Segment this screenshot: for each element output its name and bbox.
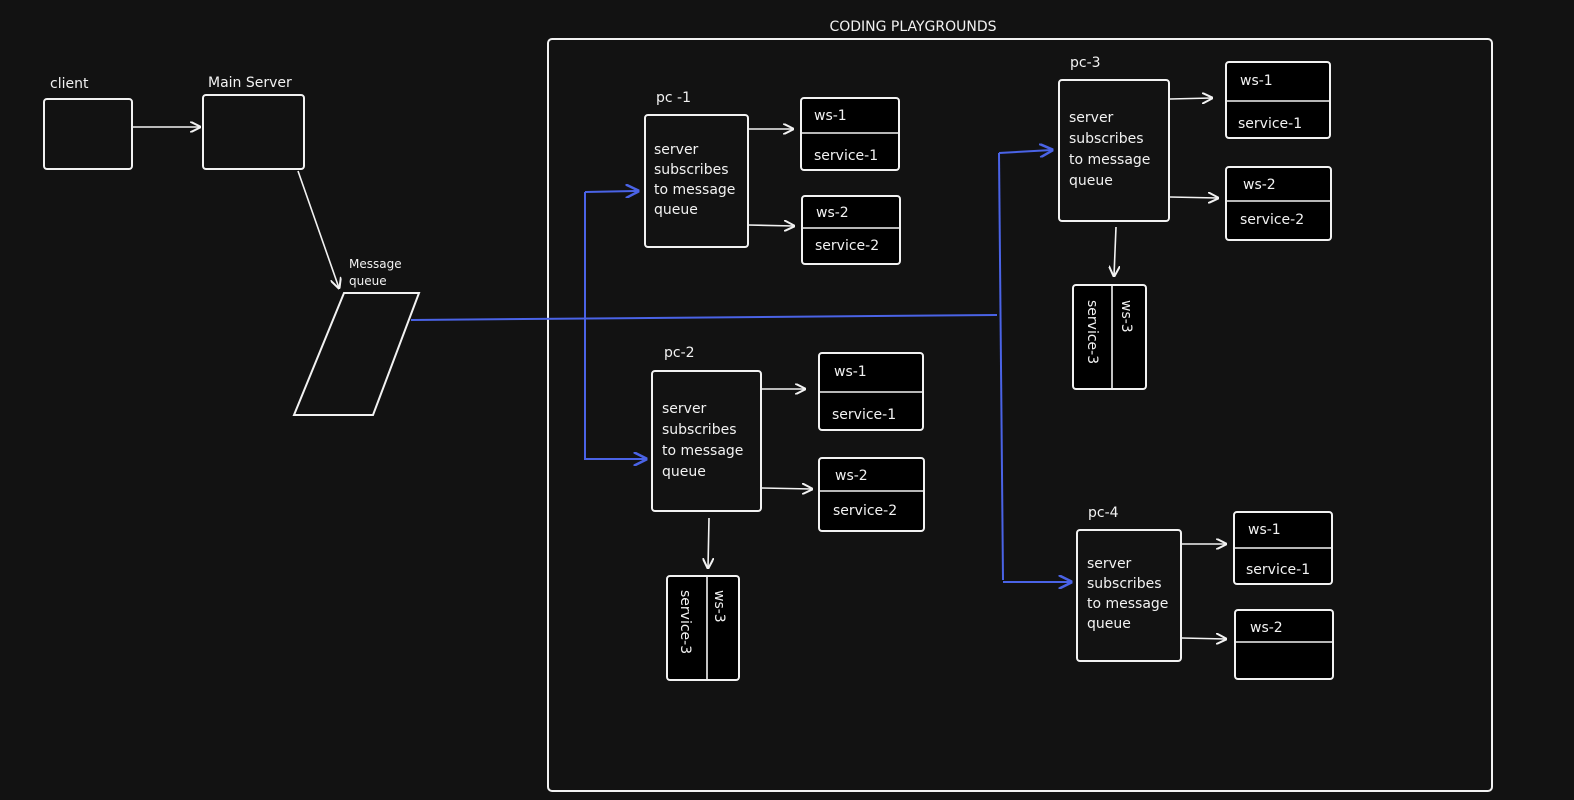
playground-pc-4: pc-4 server subscribes to message queue … bbox=[1076, 505, 1334, 680]
message-queue-label-line2: queue bbox=[349, 274, 387, 288]
workspace-ws-3: ws-3 service-3 bbox=[666, 575, 740, 681]
ws-label: ws-1 bbox=[1248, 522, 1281, 538]
pc-server-text: server subscribes to message queue bbox=[662, 401, 748, 480]
playground-pc-1: pc -1 server subscribes to message queue… bbox=[644, 90, 901, 265]
ws-label: ws-3 bbox=[711, 590, 727, 623]
workspace-ws-1: ws-1 service-1 bbox=[818, 352, 924, 431]
arrow-to-ws-2 bbox=[761, 488, 812, 489]
pc-label: pc-3 bbox=[1070, 55, 1101, 71]
workspace-ws-2: ws-2 service-2 bbox=[1225, 166, 1332, 241]
pc-server-box bbox=[651, 370, 762, 512]
ws-label: ws-2 bbox=[835, 468, 868, 484]
client-label: client bbox=[50, 76, 89, 92]
arrow-main-server-to-queue bbox=[297, 170, 339, 288]
pc-server-box bbox=[644, 114, 749, 248]
main-server-box bbox=[202, 94, 305, 170]
service-label: service-3 bbox=[1084, 300, 1100, 364]
ws-label: ws-1 bbox=[834, 364, 867, 380]
client-box bbox=[43, 98, 133, 170]
playgrounds-container bbox=[547, 38, 1493, 792]
pc-server-box bbox=[1058, 79, 1170, 222]
workspace-ws-3: ws-3 service-3 bbox=[1072, 284, 1147, 390]
arrow-to-ws-2 bbox=[1169, 197, 1218, 198]
arrow-to-ws-3 bbox=[1114, 226, 1116, 276]
ws-label: ws-1 bbox=[814, 108, 847, 124]
arrow-to-pc-3 bbox=[998, 150, 1052, 153]
ws-label: ws-1 bbox=[1240, 73, 1273, 89]
queue-bus-line bbox=[410, 314, 998, 321]
arrow-to-ws-1 bbox=[1169, 98, 1212, 99]
playgrounds-title: CODING PLAYGROUNDS bbox=[829, 19, 996, 35]
service-label: service-1 bbox=[1246, 562, 1310, 578]
playground-pc-3: pc-3 server subscribes to message queue … bbox=[1058, 55, 1332, 390]
workspace-ws-1: ws-1 service-1 bbox=[1233, 511, 1333, 585]
message-queue-shape bbox=[292, 292, 421, 416]
pc-label: pc -1 bbox=[656, 90, 691, 106]
ws-label: ws-2 bbox=[1243, 177, 1276, 193]
service-label: service-1 bbox=[814, 148, 878, 164]
pc-server-box bbox=[1076, 529, 1182, 662]
service-label: service-2 bbox=[815, 238, 879, 254]
service-label: service-3 bbox=[677, 590, 693, 654]
pc-server-text: server subscribes to message queue bbox=[1069, 110, 1155, 189]
workspace-ws-1: ws-1 service-1 bbox=[1225, 61, 1331, 139]
pc-label: pc-2 bbox=[664, 345, 695, 361]
service-label: service-2 bbox=[1240, 212, 1304, 228]
bus-right-vertical bbox=[998, 152, 1004, 581]
main-server-label: Main Server bbox=[208, 75, 292, 91]
arrow-to-ws-3 bbox=[708, 517, 709, 568]
pc-label: pc-4 bbox=[1088, 505, 1119, 521]
message-queue-label-line1: Message bbox=[349, 257, 402, 271]
ws-label: ws-3 bbox=[1118, 300, 1134, 333]
service-label: service-1 bbox=[832, 407, 896, 423]
playground-pc-2: pc-2 server subscribes to message queue … bbox=[651, 345, 925, 681]
workspace-ws-2: ws-2 bbox=[1234, 609, 1334, 680]
ws-label: ws-2 bbox=[816, 205, 849, 221]
ws-label: ws-2 bbox=[1250, 620, 1283, 636]
workspace-ws-2: ws-2 service-2 bbox=[801, 195, 901, 265]
workspace-ws-2: ws-2 service-2 bbox=[818, 457, 925, 532]
pc-server-text: server subscribes to message queue bbox=[654, 142, 740, 218]
service-label: service-1 bbox=[1238, 116, 1302, 132]
arrow-to-pc-1 bbox=[584, 191, 638, 192]
arrow-to-ws-2 bbox=[747, 225, 794, 226]
service-label: service-2 bbox=[833, 503, 897, 519]
arrow-to-ws-2 bbox=[1181, 638, 1226, 639]
pc-server-text: server subscribes to message queue bbox=[1087, 556, 1173, 632]
workspace-ws-1: ws-1 service-1 bbox=[800, 97, 900, 171]
